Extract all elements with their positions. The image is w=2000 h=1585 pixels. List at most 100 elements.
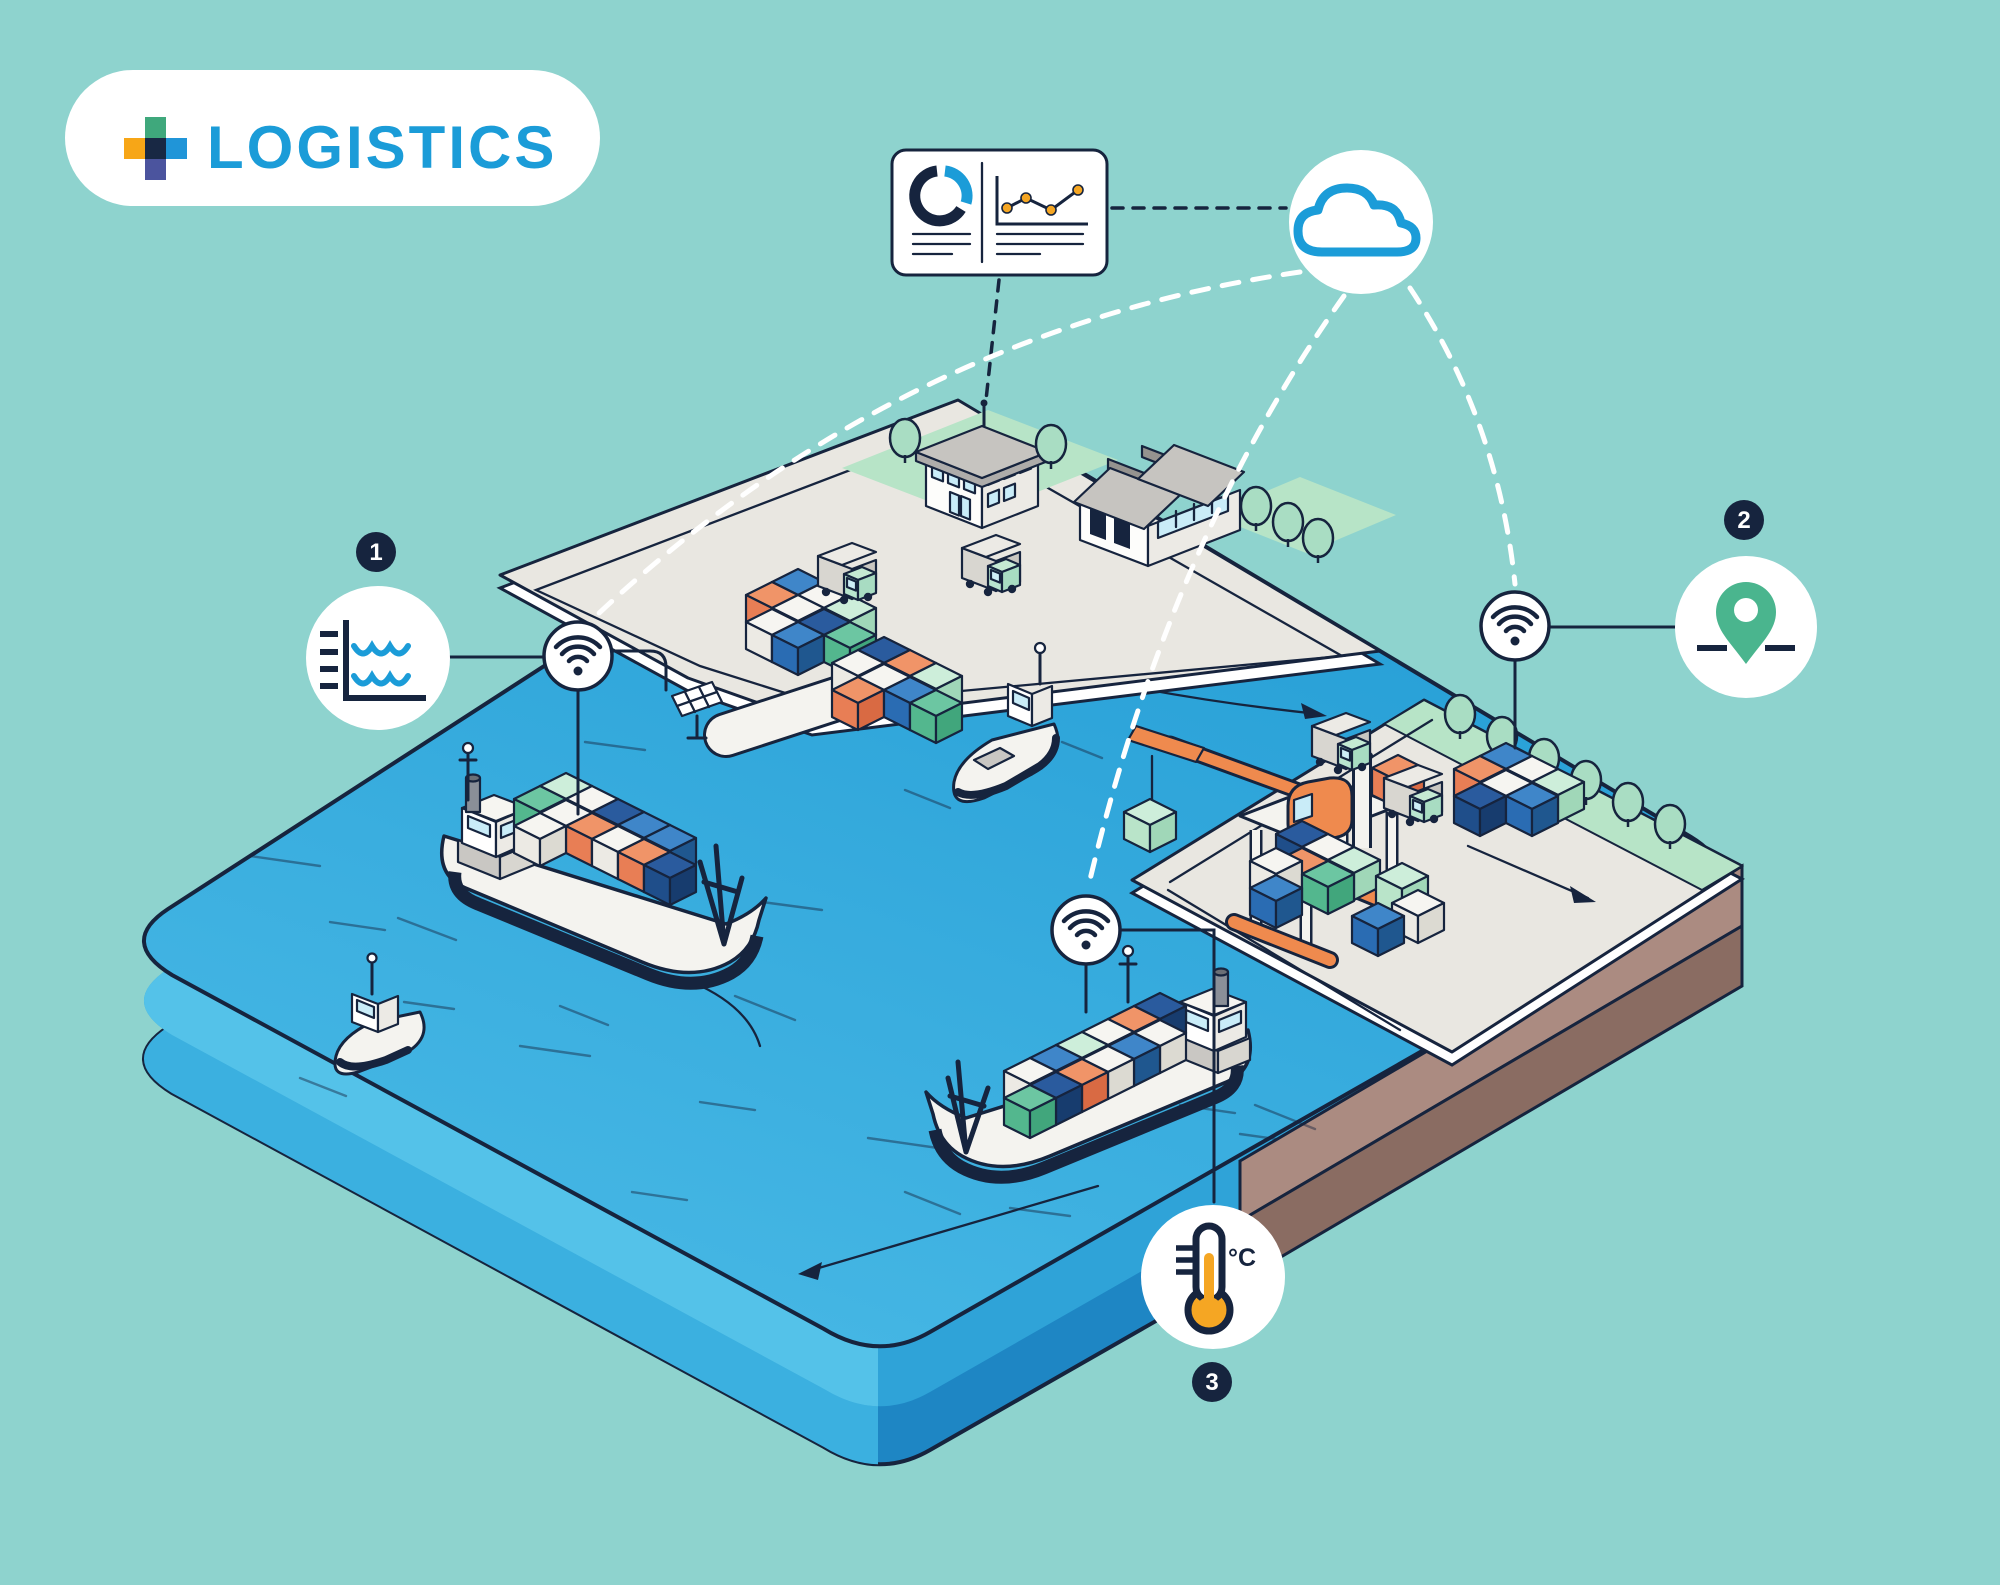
analytics-dashboard-card[interactable] xyxy=(890,148,1109,277)
water-streak xyxy=(760,900,824,912)
truck-box-top xyxy=(960,533,1022,559)
temperature-unit-label: °C xyxy=(1228,1244,1256,1272)
line-chart-dot xyxy=(1020,192,1032,204)
truck-wheel xyxy=(1405,817,1415,827)
truck-wheel xyxy=(839,595,849,605)
boat-cabin xyxy=(1030,684,1054,728)
connector-line xyxy=(610,649,668,692)
container-cube xyxy=(1148,810,1178,854)
trees-topdock xyxy=(888,417,1335,563)
tug-window xyxy=(355,998,376,1020)
truck-cab xyxy=(1422,793,1444,824)
logo-mark-right xyxy=(166,138,187,159)
office-building xyxy=(914,399,1050,530)
cargo-truck xyxy=(960,533,1022,597)
route-line xyxy=(810,1184,1100,1272)
ship-mast xyxy=(458,750,478,802)
truck-wheel xyxy=(1007,584,1017,594)
tree-icon xyxy=(1653,803,1687,845)
container-cube xyxy=(1376,914,1406,958)
arrow-icon xyxy=(1301,703,1327,719)
wifi-node-2[interactable] xyxy=(1479,590,1551,662)
line-chart-axis xyxy=(995,176,1088,226)
water-streak xyxy=(518,1044,592,1058)
water-level-axis xyxy=(343,620,426,701)
truck-wheel xyxy=(1429,814,1439,824)
container-cube xyxy=(538,824,568,868)
ship-funnel xyxy=(1212,970,1230,1008)
tree-icon xyxy=(1443,693,1477,735)
sensor-temperature[interactable]: °C xyxy=(1141,1205,1285,1349)
wifi-icon xyxy=(1061,909,1111,924)
truck-wheel xyxy=(1357,762,1367,772)
wifi-node-1[interactable] xyxy=(542,620,614,692)
dashed-link-card-building xyxy=(984,278,1001,402)
wifi-icon xyxy=(559,644,597,657)
water-streak xyxy=(866,1136,940,1150)
container-stacks-topdock xyxy=(744,567,964,745)
tree-icon xyxy=(1611,781,1645,823)
pier-sensor-panel xyxy=(670,680,724,740)
wifi-node-3[interactable] xyxy=(1050,894,1122,966)
truck-cab xyxy=(1000,563,1022,594)
cargo-truck xyxy=(1382,763,1444,827)
cargo-truck xyxy=(816,541,878,605)
cargo-truck xyxy=(1310,711,1372,775)
cloud-icon xyxy=(1293,183,1421,257)
wifi-dot xyxy=(573,666,583,676)
container-cube xyxy=(1530,794,1560,838)
truck-windshield xyxy=(1411,798,1424,814)
crane-boom-tip xyxy=(1126,724,1206,764)
dock-surface xyxy=(498,398,1382,724)
cloud-node[interactable] xyxy=(1289,150,1433,294)
wake-line xyxy=(903,1103,1317,1216)
container-cube xyxy=(1416,901,1446,945)
tree-icon xyxy=(1034,423,1068,465)
truck-wheel xyxy=(1315,757,1325,767)
water-streak xyxy=(630,1190,689,1202)
card-text-line xyxy=(911,232,972,256)
line-chart-dot xyxy=(1072,184,1084,196)
tree-icon xyxy=(1239,485,1273,527)
truck-cab xyxy=(856,571,878,602)
sensor-water-level[interactable] xyxy=(306,586,450,730)
truck-box-top xyxy=(1382,763,1444,789)
marker-3[interactable]: 3 xyxy=(1192,1362,1232,1402)
marker-1[interactable]: 1 xyxy=(356,532,396,572)
truck-box-top xyxy=(1310,711,1372,737)
marker-2[interactable]: 2 xyxy=(1724,500,1764,540)
sensor-location[interactable] xyxy=(1675,556,1817,698)
ship-waterline xyxy=(448,871,764,990)
tugboat xyxy=(298,952,426,1098)
dashed-link-cloud-wifi3 xyxy=(1085,293,1347,891)
logo-mark-center xyxy=(145,138,166,159)
warehouse-roof xyxy=(1136,443,1246,508)
cabin-window xyxy=(1217,1009,1243,1034)
wake-line xyxy=(396,916,797,1027)
thermometer-ticks xyxy=(1176,1245,1196,1275)
logo-mark-top xyxy=(145,117,166,138)
wifi-icon xyxy=(566,654,590,664)
truck-wheel xyxy=(965,579,975,589)
solar-panel-grid xyxy=(675,685,719,714)
logo-title: LOGISTICS xyxy=(207,114,557,181)
marker-number: 2 xyxy=(1737,507,1750,534)
patrol-boat xyxy=(903,641,1104,810)
marker-number: 3 xyxy=(1205,1369,1218,1396)
water-streak xyxy=(248,854,322,868)
wifi-icon xyxy=(1490,605,1540,620)
cargo-trucks xyxy=(816,533,1444,827)
logo-badge[interactable]: LOGISTICS xyxy=(65,70,600,206)
sensor-connectors xyxy=(448,206,1678,1204)
tree-icon xyxy=(1301,517,1335,559)
marker-badge xyxy=(1192,1362,1232,1402)
truck-windshield xyxy=(1339,746,1352,762)
line-chart-dot xyxy=(1001,202,1013,214)
container-stacks-rightdock xyxy=(1248,741,1586,958)
building-window xyxy=(1002,482,1017,503)
ship-bow-crane xyxy=(697,843,745,947)
container-cube xyxy=(668,863,698,907)
truck-wheel xyxy=(983,587,993,597)
ship-funnel-top xyxy=(1212,967,1230,977)
